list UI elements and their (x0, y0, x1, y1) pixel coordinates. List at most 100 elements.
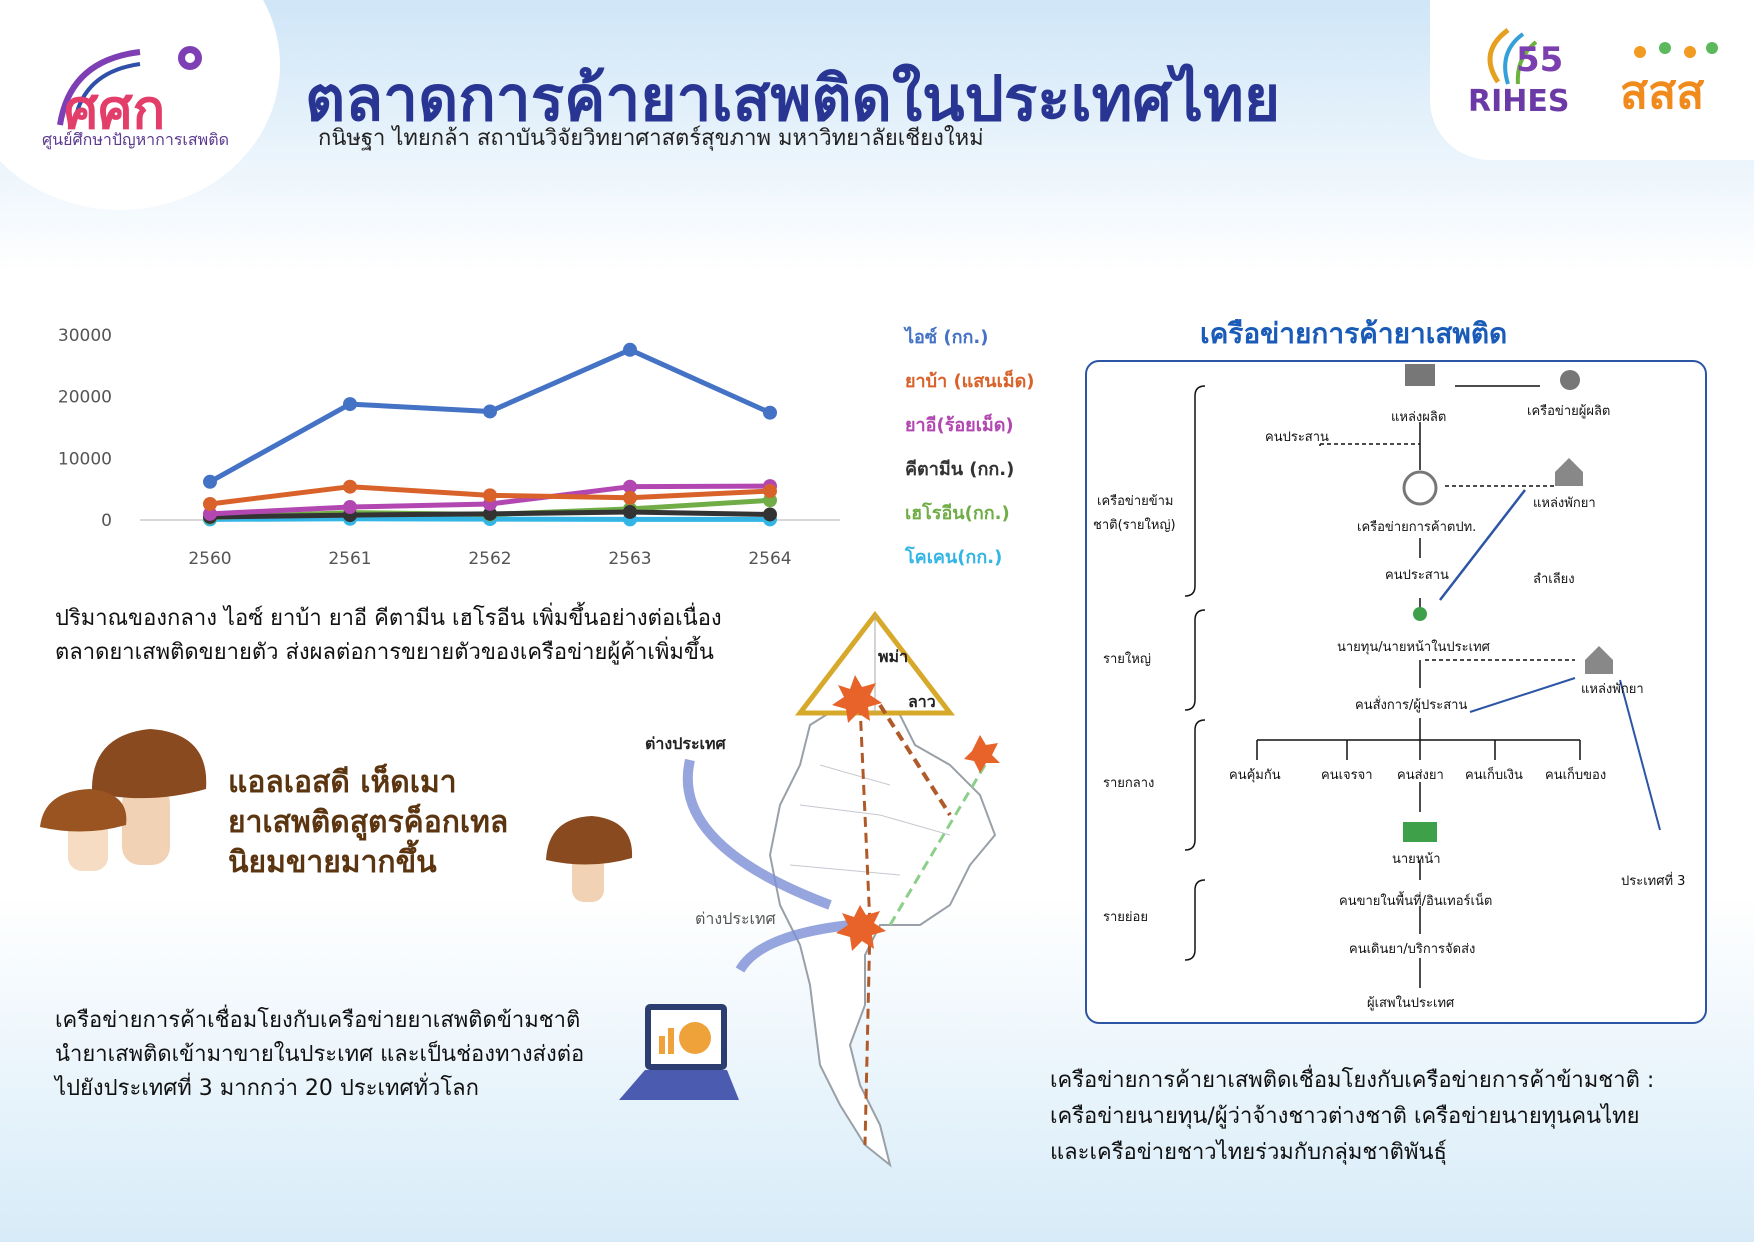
level-middle: รายกลาง (1103, 776, 1155, 791)
node-source: แหล่งผลิต (1391, 410, 1447, 425)
legend-ice: ไอซ์ (กก.) (905, 327, 989, 348)
rihes-emblem-icon (1487, 27, 1538, 85)
thailand-map (682, 610, 1000, 1168)
x-tick-label: 2561 (328, 549, 371, 569)
thaihealth-logo: สสส (1620, 38, 1730, 128)
map-label-abroad2: ต่างประเทศ (695, 909, 776, 928)
legend-yaba: ยาบ้า (แสนเม็ด) (905, 371, 1035, 392)
financier-icon (1413, 607, 1427, 621)
house-icon-2 (1585, 646, 1613, 674)
node-broker1: คนประสาน (1265, 430, 1329, 445)
y-tick-label: 30000 (58, 326, 112, 346)
node-collector: คนเก็บเงิน (1465, 768, 1523, 783)
node-producer-net: เครือข่ายผู้ผลิต (1527, 404, 1611, 419)
import-arrow (682, 758, 832, 910)
para-transnational-line1: เครือข่ายการค้าเชื่อมโยงกับเครือข่ายยาเส… (55, 1008, 581, 1033)
data-point-ice (343, 397, 357, 412)
para-network-line1: เครือข่ายการค้ายาเสพติดเชื่อมโยงกับเครือ… (1050, 1068, 1655, 1093)
mushroom-small-icon (546, 816, 633, 902)
data-point-ecstasy (343, 500, 357, 515)
node-broker2: คนประสาน (1385, 568, 1449, 583)
legend-heroin: เฮโรอีน(กก.) (905, 503, 1010, 524)
level-transnational-2: ชาติ(รายใหญ่) (1093, 518, 1176, 533)
x-tick-label: 2563 (608, 549, 651, 569)
logo-left-name: ศศก (64, 78, 166, 141)
logo-arc-icon (57, 46, 202, 126)
node-negotiator: คนเจรจา (1321, 768, 1373, 783)
para-network-line2: เครือข่ายนายทุน/ผู้ว่าจ้างชาวต่างชาติ เค… (1050, 1104, 1640, 1129)
data-point-ecstasy (203, 506, 217, 521)
map-label-myanmar: พม่า (878, 647, 909, 666)
network-title: เครือข่ายการค้ายาเสพติด (1200, 317, 1508, 350)
para-trend-line2: ตลาดยาเสพติดขยายตัว ส่งผลต่อการขยายตัวขอ… (55, 640, 714, 665)
x-tick-label: 2562 (468, 549, 511, 569)
para-transnational-line2: นำยาเสพติดเข้ามาขายในประเทศ และเป็นช่องท… (55, 1042, 585, 1067)
line-chart: 30000 20000 10000 0 2560 2561 2562 2563 2564 (58, 326, 840, 569)
node-intl-net: เครือข่ายการค้าตปท. (1357, 520, 1477, 535)
legend-ecstasy: ยาอี(ร้อยเม็ด) (905, 415, 1014, 436)
data-point-yaba (203, 496, 217, 511)
chart-legend: ไอซ์ (กก.) ยาบ้า (แสนเม็ด) ยาอี(ร้อยเม็ด… (905, 322, 1035, 586)
laptop-icon (619, 1004, 739, 1100)
page-title: ตลาดการค้ายาเสพติดในประเทศไทย (305, 62, 1281, 135)
level-retail: รายย่อย (1103, 910, 1148, 925)
y-tick-label: 0 (101, 511, 112, 531)
para-network: เครือข่ายการค้ายาเสพติดเชื่อมโยงกับเครือ… (1050, 1063, 1654, 1171)
network-labels: เครือข่ายข้าม ชาติ(รายใหญ่) รายใหญ่ รายก… (1085, 360, 1703, 1020)
export-arrow (735, 920, 851, 973)
node-agent: นายหน้า (1392, 852, 1441, 867)
data-point-ice (203, 474, 217, 489)
data-point-yaba (483, 488, 497, 503)
para-network-line3: และเครือข่ายชาวไทยร่วมกับกลุ่มชาติพันธุ์ (1050, 1140, 1447, 1165)
level-major: รายใหญ่ (1103, 652, 1151, 667)
data-point-yaba (343, 479, 357, 494)
y-tick-label: 20000 (58, 388, 112, 408)
mushroom-line1: แอลเอสดี เห็ดเมา (228, 765, 457, 800)
data-point-ecstasy (623, 479, 637, 494)
producer-network-icon (1560, 370, 1580, 390)
data-point-ketamine (763, 507, 777, 522)
rihes-text: RIHES (1468, 84, 1570, 119)
node-transport: ลำเลียง (1533, 572, 1575, 587)
logo-left-caption: ศูนย์ศึกษาปัญหาการเสพติด (42, 130, 229, 149)
node-commander: คนสั่งการ/ผู้ประสาน (1355, 698, 1468, 713)
data-point-ice (763, 405, 777, 420)
logo-right-bg (1430, 0, 1754, 160)
data-point-ice (623, 342, 637, 357)
mushroom-line2: ยาเสพติดสูตรค็อกเทล (228, 805, 509, 840)
para-transnational: เครือข่ายการค้าเชื่อมโยงกับเครือข่ายยาเส… (55, 1004, 584, 1106)
explosion-icon-1 (832, 675, 882, 723)
para-trend: ปริมาณของกลาง ไอซ์ ยาบ้า ยาอี คีตามีน เฮ… (55, 602, 722, 670)
node-safehouse1: แหล่งพักยา (1533, 496, 1596, 511)
data-point-ketamine (483, 506, 497, 521)
thaihealth-people-icon (1634, 42, 1718, 58)
node-financier: นายทุน/นายหน้าในประเทศ (1337, 640, 1490, 655)
map-label-laos: ลาว (908, 692, 936, 711)
legend-cocaine: โคเคน(กก.) (905, 547, 1003, 568)
intl-network-icon (1402, 470, 1438, 506)
legend-ketamine: คีตามีน (กก.) (905, 459, 1015, 480)
node-guard: คนคุ้มกัน (1229, 768, 1281, 783)
node-deliverer: คนส่งยา (1397, 768, 1444, 783)
logo-left: ศศก ศูนย์ศึกษาปัญหาการเสพติด (40, 40, 250, 150)
y-tick-label: 10000 (58, 449, 112, 469)
network-diagram-lines (1184, 364, 1661, 988)
para-transnational-line3: ไปยังประเทศที่ 3 มากกว่า 20 ประเทศทั่วโล… (55, 1076, 479, 1101)
network-diagram-box (1085, 360, 1707, 1024)
factory-icon (1405, 364, 1435, 386)
explosion-icon-3 (964, 735, 1000, 773)
x-tick-label: 2564 (748, 549, 791, 569)
x-tick-label: 2560 (188, 549, 231, 569)
node-third-country: ประเทศที่ 3 (1621, 874, 1686, 889)
map-label-abroad1: ต่างประเทศ (645, 734, 726, 753)
data-point-yaba (763, 484, 777, 499)
map-outline (768, 698, 997, 1168)
rihes-55: 55 (1516, 40, 1564, 80)
data-point-ketamine (623, 504, 637, 519)
mushroom-text: แอลเอสดี เห็ดเมา ยาเสพติดสูตรค็อกเทล นิย… (228, 763, 508, 883)
data-point-ice (483, 404, 497, 419)
rihes-logo: 55 RIHES (1468, 22, 1578, 122)
node-user: ผู้เสพในประเทศ (1367, 996, 1455, 1011)
node-seller: คนขายในพื้นที่/อินเทอร์เน็ต (1339, 894, 1493, 909)
node-safehouse2: แหล่งพักยา (1581, 682, 1644, 697)
